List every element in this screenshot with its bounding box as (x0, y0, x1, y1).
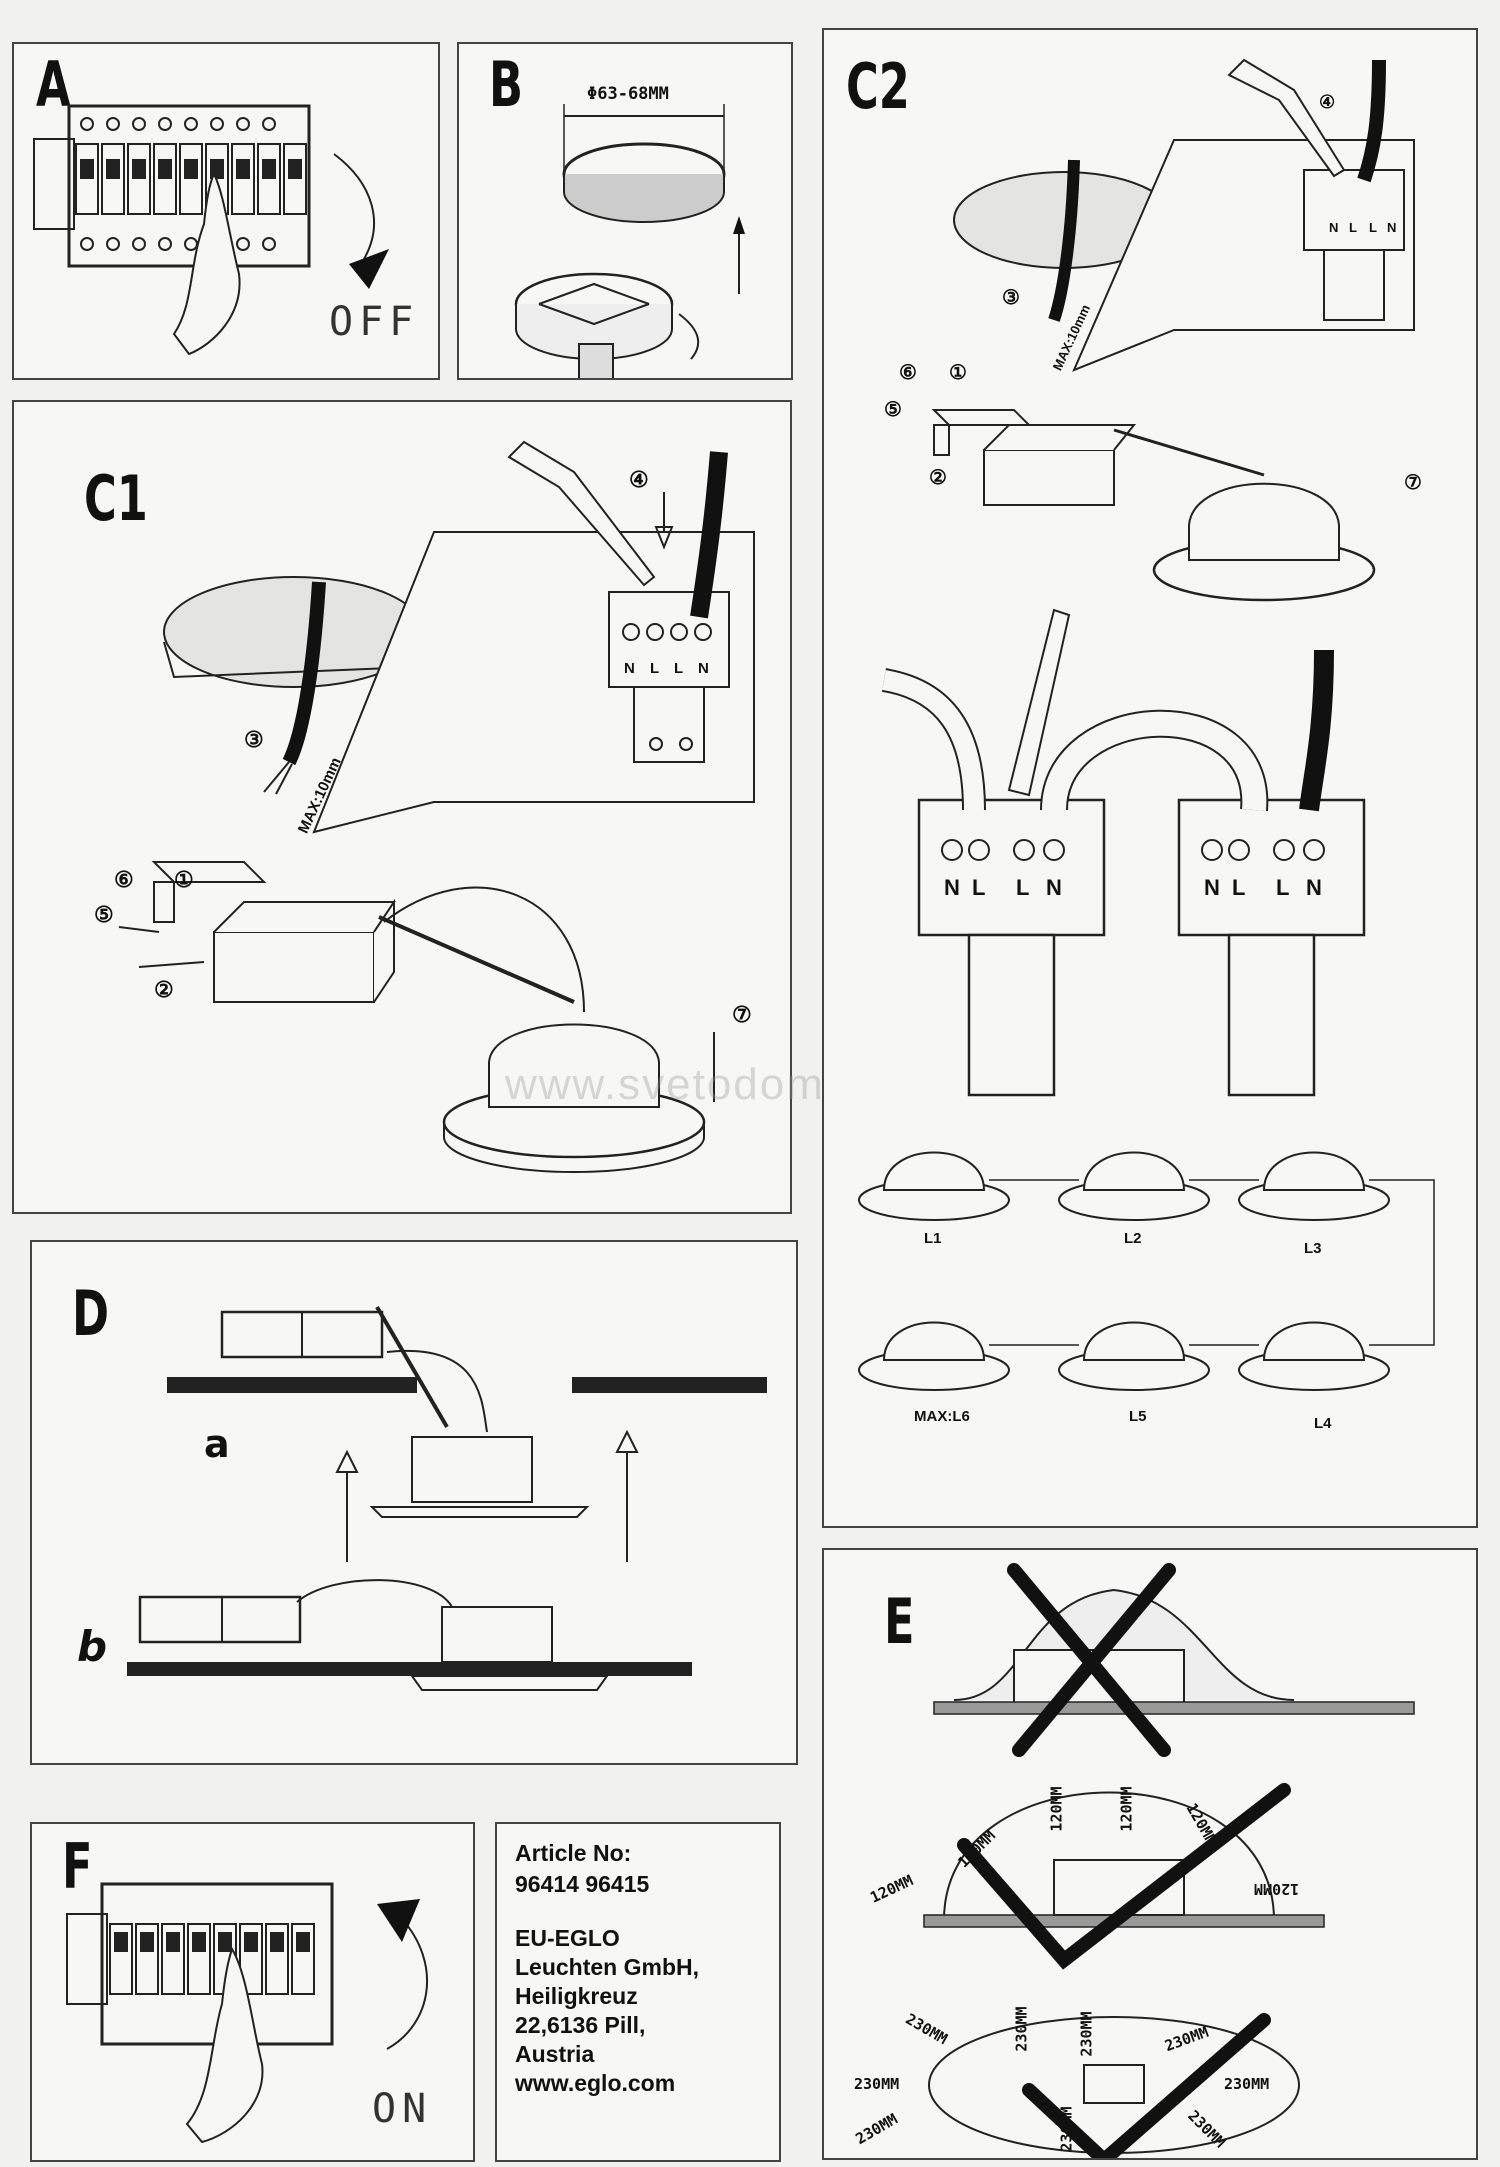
lamp-label-max-l6: MAX:L6 (914, 1408, 970, 1425)
terminal-l2: L (674, 660, 684, 677)
info-box: Article No: 96414 96415 EU-EGLO Leuchten… (495, 1822, 781, 2162)
clearance-120-b: 120MM (1047, 1786, 1066, 1832)
step-c1-n4: ④ (629, 467, 649, 492)
c1-wiring-diagram (118, 440, 755, 1173)
c2-block2-l2: L (1276, 875, 1290, 900)
company-line-2: Leuchten GmbH, (515, 1954, 700, 1980)
c2-terminal-n2: N (1387, 220, 1397, 235)
lamp-label-l4: L4 (1314, 1415, 1332, 1432)
hand-icon (172, 171, 241, 356)
step-label-f: F (62, 1830, 93, 1903)
check-mark-icon (957, 1783, 1291, 1970)
panel-step-c2: C2 (822, 28, 1478, 1528)
e-clearance-diagram (923, 1563, 1415, 2158)
lamp-label-l3: L3 (1304, 1240, 1322, 1257)
c2-terminal-l2: L (1369, 220, 1377, 235)
watermark: www.svetodom.ru (505, 1060, 883, 1109)
sub-label-a: a (204, 1422, 230, 1466)
c2-block2-l: L (1232, 875, 1246, 900)
lamp-label-l5: L5 (1129, 1408, 1147, 1425)
step-label-c2: C2 (846, 50, 910, 123)
step-c1-n5: ⑤ (94, 902, 114, 927)
step-c1-n2: ② (154, 977, 174, 1002)
clearance-230-e: 230MM (854, 2075, 900, 2093)
clearance-230-c: 230MM (1077, 2011, 1096, 2057)
switch-state-on: ON (372, 2086, 433, 2132)
step-label-a: A (36, 48, 71, 121)
step-c1-n3: ③ (244, 727, 264, 752)
c2-block1-n2: N (1046, 875, 1062, 900)
switch-state-off: OFF (329, 299, 420, 345)
c2-n6: ⑥ (899, 362, 917, 384)
article-numbers: 96414 96415 (515, 1871, 650, 1897)
terminal-n2: N (698, 660, 709, 677)
clearance-230-h: 230MM (1057, 2106, 1076, 2152)
terminal-n: N (624, 660, 635, 677)
circuit-breaker-icon (33, 104, 389, 356)
screwdriver-icon (507, 440, 656, 587)
c2-block1-l2: L (1016, 875, 1030, 900)
step-label-b: B (489, 48, 524, 121)
clearance-230-b: 230MM (1012, 2006, 1031, 2052)
c2-n1: ① (949, 362, 967, 384)
panel-step-b: B Φ63-68MM (457, 42, 793, 380)
c2-block1-l: L (972, 875, 986, 900)
company-line-4: 22,6136 Pill, (515, 2012, 646, 2038)
d-installation-diagram (127, 1305, 767, 1691)
company-line-5: Austria (515, 2041, 595, 2067)
panel-step-e: E 120MM 120MM 120MM 120MM 120MM 120MM 23… (822, 1548, 1478, 2160)
step-label-d: D (72, 1277, 110, 1350)
c2-terminal-l: L (1349, 220, 1357, 235)
terminal-block-icon (608, 591, 730, 763)
c2-terminal-n: N (1329, 220, 1339, 235)
clearance-120-f: 120MM (1254, 1880, 1300, 1898)
terminal-l1: L (650, 660, 660, 677)
c2-n4: ④ (1319, 92, 1336, 112)
c2-block2-n: N (1204, 875, 1220, 900)
panel-step-a: A OFF (12, 42, 440, 380)
step-c1-n7: ⑦ (732, 1002, 752, 1027)
cross-mark-icon (1007, 1563, 1176, 1757)
circuit-breaker-on-icon (66, 1882, 429, 2144)
sub-label-b: b (77, 1622, 108, 1671)
company-line-1: EU-EGLO (515, 1925, 620, 1951)
c2-n3: ③ (1002, 287, 1020, 309)
c2-wiring-diagram (858, 58, 1435, 1391)
c2-n5: ⑤ (884, 399, 902, 421)
panel-step-c1: C1 N (12, 400, 792, 1214)
article-label: Article No: (515, 1840, 632, 1866)
lamp-label-l2: L2 (1124, 1230, 1142, 1247)
website-link[interactable]: www.eglo.com (515, 2070, 676, 2096)
cutout-diameter: Φ63-68MM (587, 84, 669, 104)
panel-step-d: D a b (30, 1240, 798, 1765)
step-c1-n6: ⑥ (114, 867, 134, 892)
downlight-icon (514, 104, 745, 378)
c2-block1-n: N (944, 875, 960, 900)
step-label-e: E (884, 1585, 915, 1658)
c2-n2: ② (929, 467, 947, 489)
step-c1-n1: ① (174, 867, 194, 892)
panel-step-f: F ON (30, 1822, 475, 2162)
clearance-120-c: 120MM (1117, 1786, 1136, 1832)
company-line-3: Heiligkreuz (515, 1983, 638, 2009)
c2-n7: ⑦ (1404, 472, 1422, 494)
cable-icon (282, 581, 326, 766)
clearance-230-f: 230MM (1224, 2075, 1270, 2093)
lamp-label-l1: L1 (924, 1230, 942, 1247)
step-label-c1: C1 (84, 462, 148, 535)
c2-block2-n2: N (1306, 875, 1322, 900)
